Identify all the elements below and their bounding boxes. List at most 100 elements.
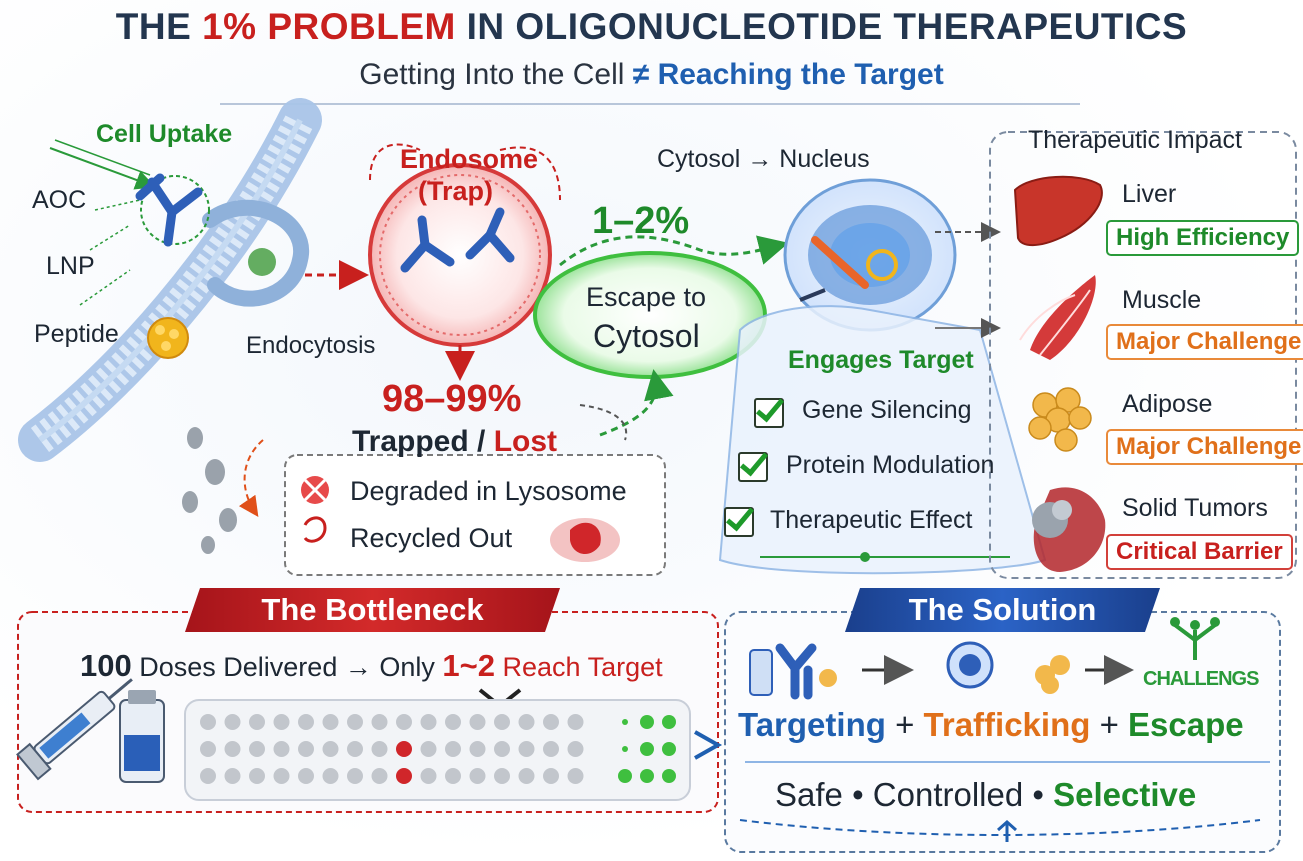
dose-dot xyxy=(249,741,265,757)
dose-dot xyxy=(224,768,241,784)
cytosol-text: Cytosol xyxy=(657,145,741,173)
therapeutic-impact-heading: Therapeutic Impact xyxy=(1028,126,1242,154)
liver-status-badge: High Efficiency xyxy=(1106,220,1300,256)
challenges-icon-label: CHALLENGS xyxy=(1143,668,1259,690)
cytosol-arrow: → xyxy=(747,145,773,173)
lost-text: Lost xyxy=(493,425,558,458)
main-title: THE 1% PROBLEM IN OLIGONUCLEOTIDE THERAP… xyxy=(0,6,1303,48)
dose-dot xyxy=(224,741,241,757)
escape-percent: 1–2% xyxy=(592,200,690,242)
title-part2: IN OLIGONUCLEOTIDE THERAPEUTICS xyxy=(455,6,1188,47)
dose-dot xyxy=(567,741,584,757)
success-dose-dot xyxy=(662,715,676,729)
dose-dot xyxy=(273,714,290,730)
dose-dot xyxy=(249,768,265,784)
dose-dot xyxy=(445,741,461,757)
doses-count: 100 xyxy=(80,648,132,683)
trapped-dose-dot xyxy=(396,768,412,784)
checkbox-icon xyxy=(738,452,768,482)
dose-dot xyxy=(273,741,290,757)
dose-dot xyxy=(298,741,314,757)
bullet-dot: • xyxy=(852,776,864,813)
nucleus-text: Nucleus xyxy=(779,145,870,173)
cell-uptake-label: Cell Uptake xyxy=(96,120,233,148)
dose-dot xyxy=(494,714,510,730)
dose-dot xyxy=(371,714,388,730)
dose-dot xyxy=(249,714,265,730)
trafficking-text: Trafficking xyxy=(923,706,1091,743)
cytosol-nucleus-label: Cytosol → Nucleus xyxy=(657,145,870,174)
controlled-text: Controlled xyxy=(872,776,1024,813)
not-equal-symbol: ≠ xyxy=(632,58,650,91)
muscle-shape xyxy=(1019,275,1096,360)
dose-dot xyxy=(200,741,216,757)
dose-dot xyxy=(371,741,388,757)
trapped-text: Trapped / xyxy=(352,425,486,458)
dose-dot xyxy=(518,768,535,784)
checkbox-icon xyxy=(754,398,784,428)
dose-dot xyxy=(469,741,486,757)
dose-dot xyxy=(298,714,314,730)
dose-dot xyxy=(371,768,388,784)
selective-text: Selective xyxy=(1053,776,1197,813)
dose-dot xyxy=(224,714,241,730)
solution-principles: Safe • Controlled • Selective xyxy=(775,776,1196,814)
trapped-percent: 98–99% xyxy=(382,378,522,420)
reach-target-text: Reach Target xyxy=(502,652,663,682)
trapped-label: Trapped / Lost xyxy=(352,425,557,459)
tissue-adipose: Adipose xyxy=(1122,390,1213,418)
success-dose-dot xyxy=(662,769,676,783)
dose-dot xyxy=(347,768,363,784)
doses-text: Doses Delivered xyxy=(139,652,338,682)
cell-membrane xyxy=(18,98,322,462)
bottleneck-statement: 100 Doses Delivered → Only 1~2 Reach Tar… xyxy=(80,648,663,684)
only-text: Only xyxy=(379,652,435,682)
dose-dot xyxy=(396,714,412,730)
success-dose-dot xyxy=(640,769,654,783)
bullet-dot: • xyxy=(1032,776,1044,813)
engage-item-protein: Protein Modulation xyxy=(786,451,995,479)
dose-dot xyxy=(347,741,363,757)
dose-dot xyxy=(494,741,510,757)
dose-dot xyxy=(469,714,486,730)
dose-dot xyxy=(567,714,584,730)
solution-formula: Targeting + Trafficking + Escape xyxy=(738,706,1244,744)
success-dose-dot xyxy=(640,742,654,756)
targeting-text: Targeting xyxy=(738,706,886,743)
dose-dot xyxy=(322,768,339,784)
carrier-aoc: AOC xyxy=(32,186,87,214)
success-dose-dot xyxy=(640,715,654,729)
engages-target-label: Engages Target xyxy=(788,346,974,374)
dose-dot xyxy=(445,714,461,730)
dose-dot xyxy=(420,714,437,730)
title-highlight: 1% PROBLEM xyxy=(202,6,456,47)
dose-dot xyxy=(322,741,339,757)
dose-dot xyxy=(518,741,535,757)
dose-dot xyxy=(469,768,486,784)
checkbox-icon xyxy=(724,507,754,537)
dose-dot xyxy=(543,741,559,757)
subtitle: Getting Into the Cell ≠ Reaching the Tar… xyxy=(0,58,1303,92)
dose-dot-grid xyxy=(200,714,676,784)
dose-dot xyxy=(298,768,314,784)
dose-dot xyxy=(518,714,535,730)
success-dose-dot xyxy=(622,719,628,725)
solution-banner: The Solution xyxy=(908,592,1097,627)
success-dose-dot xyxy=(662,742,676,756)
dose-dot xyxy=(420,768,437,784)
dose-dot xyxy=(543,768,559,784)
endosome-label: Endosome xyxy=(400,144,539,174)
plus-sign: + xyxy=(1099,706,1119,743)
bottleneck-banner: The Bottleneck xyxy=(261,592,484,627)
safe-text: Safe xyxy=(775,776,843,813)
dose-dot xyxy=(273,768,290,784)
dose-dot xyxy=(420,741,437,757)
adipose-status-badge: Major Challenge xyxy=(1106,429,1303,465)
reach-count: 1~2 xyxy=(442,648,496,683)
escape-label-line2: Cytosol xyxy=(593,318,700,354)
subtitle-left: Getting Into the Cell xyxy=(359,58,625,91)
plus-sign: + xyxy=(895,706,915,743)
carrier-peptide: Peptide xyxy=(34,320,119,348)
escape-text: Escape xyxy=(1128,706,1244,743)
success-dose-dot xyxy=(622,746,628,752)
